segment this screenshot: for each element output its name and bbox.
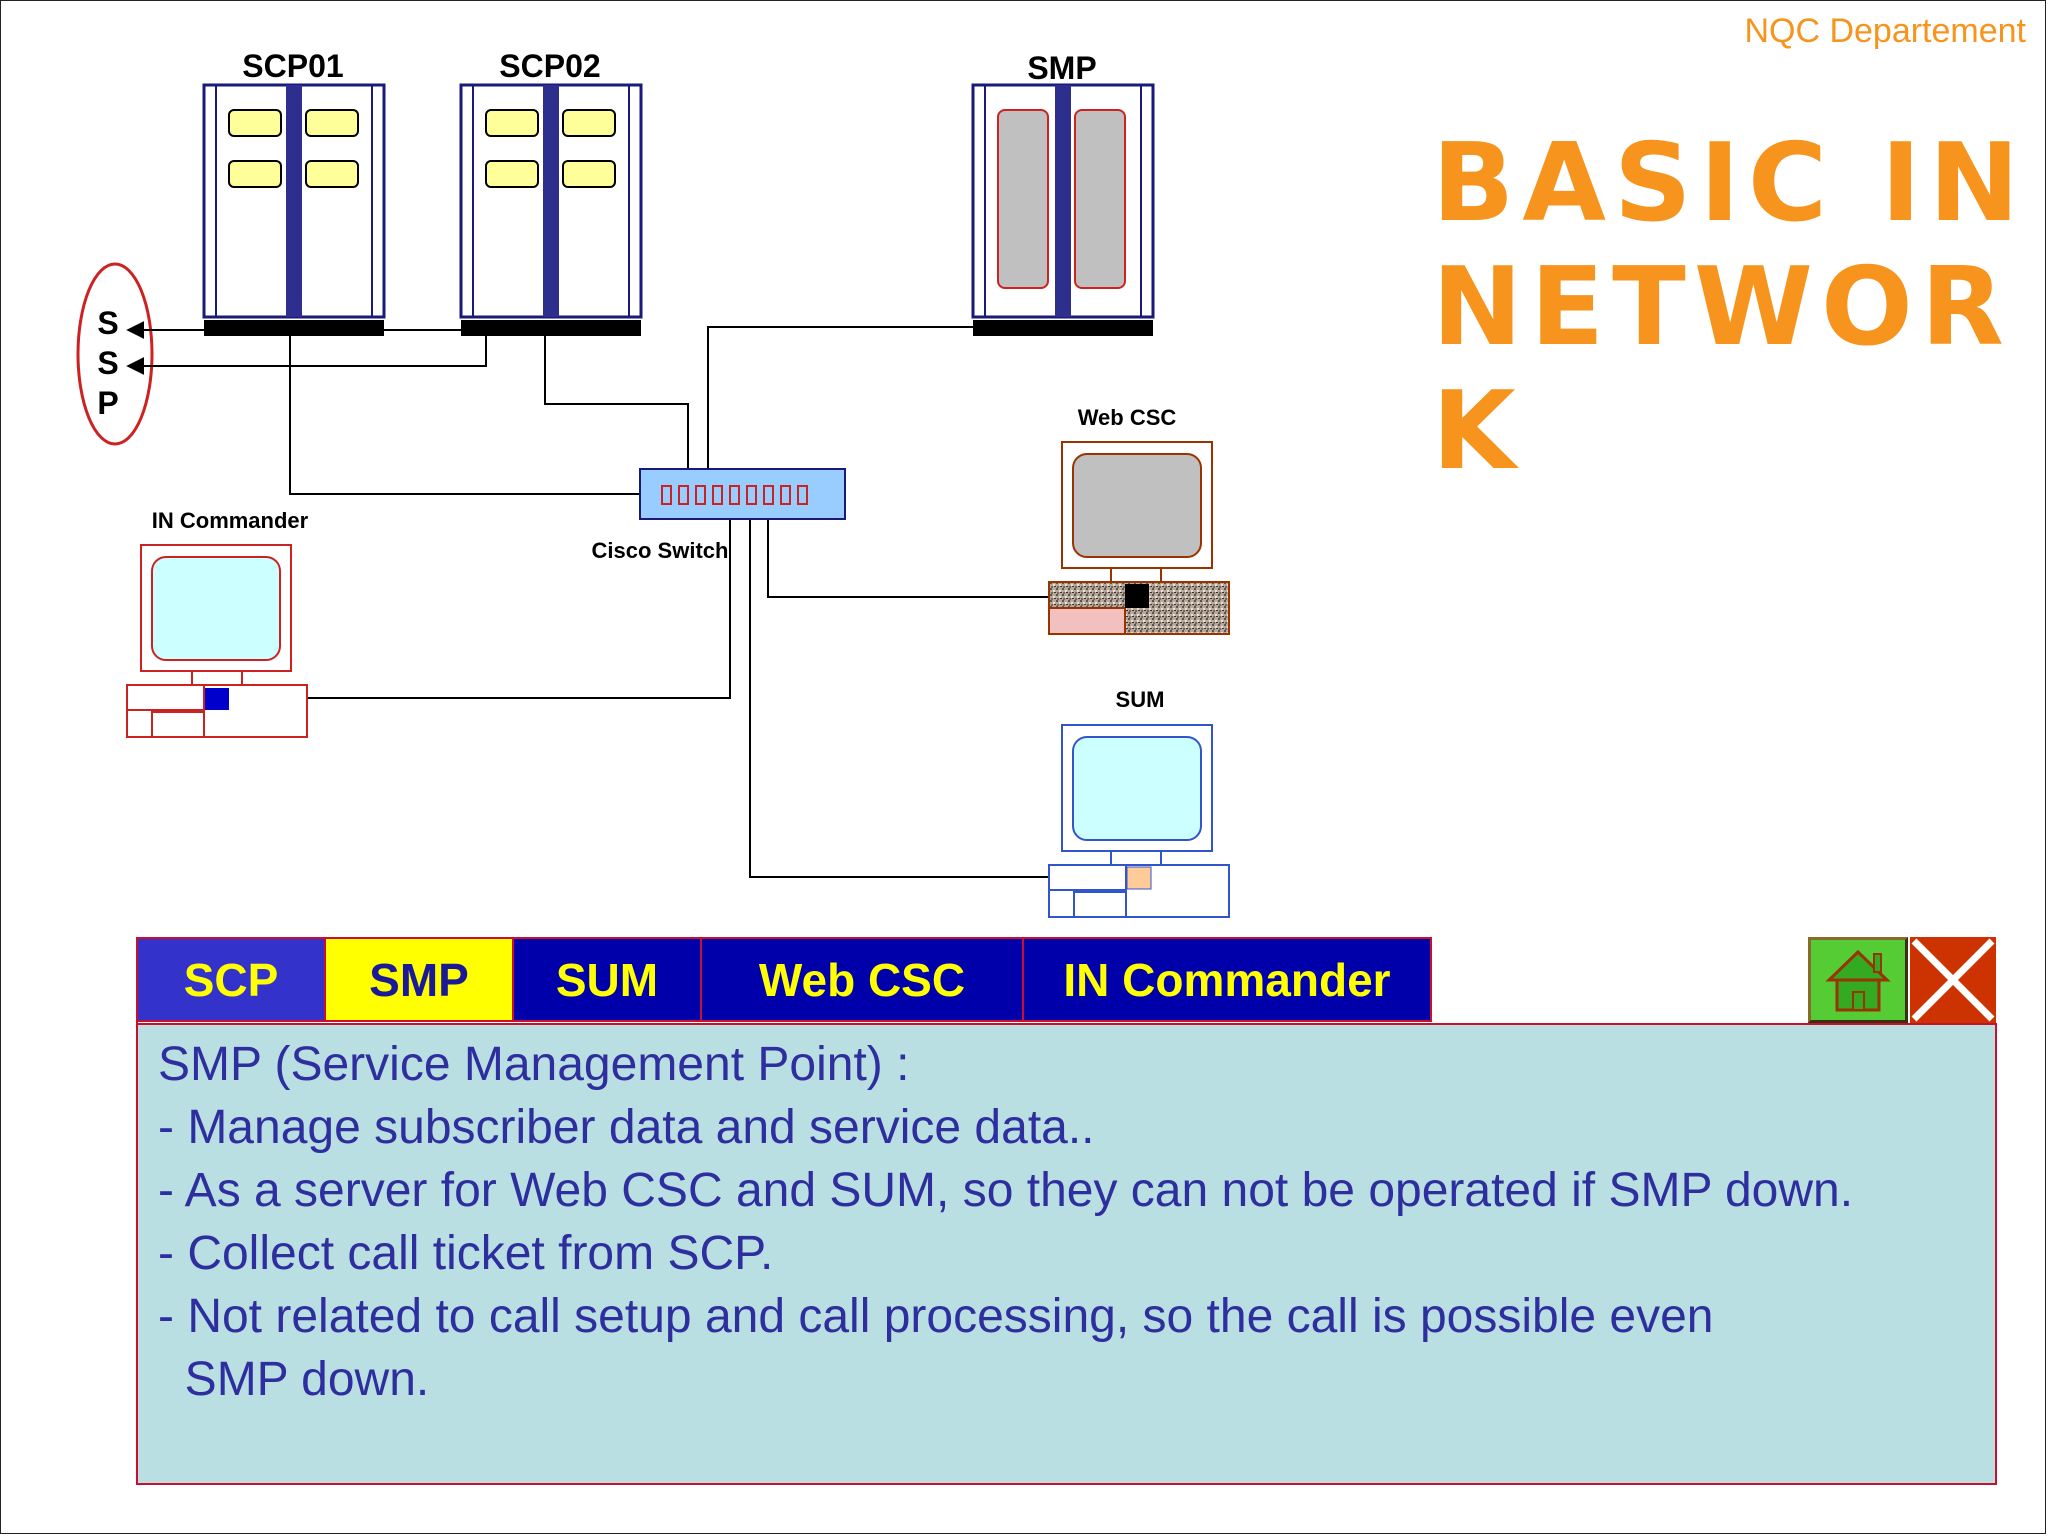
close-button[interactable] [1910, 937, 1996, 1023]
ssp-node: S S P [76, 262, 154, 446]
tab-sum[interactable]: SUM [514, 939, 702, 1022]
cisco-switch: Cisco Switch [592, 468, 846, 563]
in-commander-label: IN Commander [152, 508, 309, 533]
smp-label: SMP [1027, 50, 1096, 86]
tab-smp[interactable]: SMP [326, 939, 514, 1022]
sum-label: SUM [1116, 687, 1165, 712]
description-line: - Collect call ticket from SCP. [158, 1227, 774, 1280]
page-title: BASIC IN NETWOR K [1432, 122, 2032, 494]
title-line-2: NETWOR [1432, 245, 2012, 370]
description-line: SMP (Service Management Point) : [158, 1038, 910, 1091]
home-button[interactable] [1808, 937, 1908, 1023]
connection-lines [126, 321, 1052, 878]
description-line: SMP down. [158, 1353, 430, 1406]
tab-web-csc[interactable]: Web CSC [702, 939, 1024, 1022]
description-line: - Manage subscriber data and service dat… [158, 1101, 1095, 1154]
web-csc-pc: Web CSC [1048, 405, 1230, 635]
description-line: - As a server for Web CSC and SUM, so th… [158, 1164, 1854, 1217]
home-icon [1825, 949, 1891, 1012]
tab-in-commander[interactable]: IN Commander [1024, 939, 1432, 1022]
switch-label: Cisco Switch [592, 538, 729, 563]
sum-pc: SUM [1048, 687, 1230, 918]
scp01-server: SCP01 [202, 48, 386, 336]
smp-server: SMP [971, 50, 1155, 336]
ssp-letter-3: P [97, 385, 118, 421]
scp02-label: SCP02 [499, 48, 600, 84]
description-line: - Not related to call setup and call pro… [158, 1290, 1714, 1343]
title-line-1: BASIC IN [1432, 121, 2028, 246]
tab-bar: SCP SMP SUM Web CSC IN Commander [136, 937, 1432, 1024]
ssp-letter-1: S [97, 305, 118, 341]
scp02-server: SCP02 [459, 48, 643, 336]
web-csc-label: Web CSC [1078, 405, 1177, 430]
description-panel: SMP (Service Management Point) : - Manag… [136, 1023, 1997, 1485]
in-commander-pc: IN Commander [126, 508, 309, 738]
ssp-letter-2: S [97, 345, 118, 381]
close-x-icon [1911, 938, 1995, 1022]
tab-scp[interactable]: SCP [138, 939, 326, 1022]
scp01-label: SCP01 [242, 48, 343, 84]
department-label: NQC Departement [1744, 12, 2026, 50]
title-line-3: K [1432, 369, 1524, 494]
